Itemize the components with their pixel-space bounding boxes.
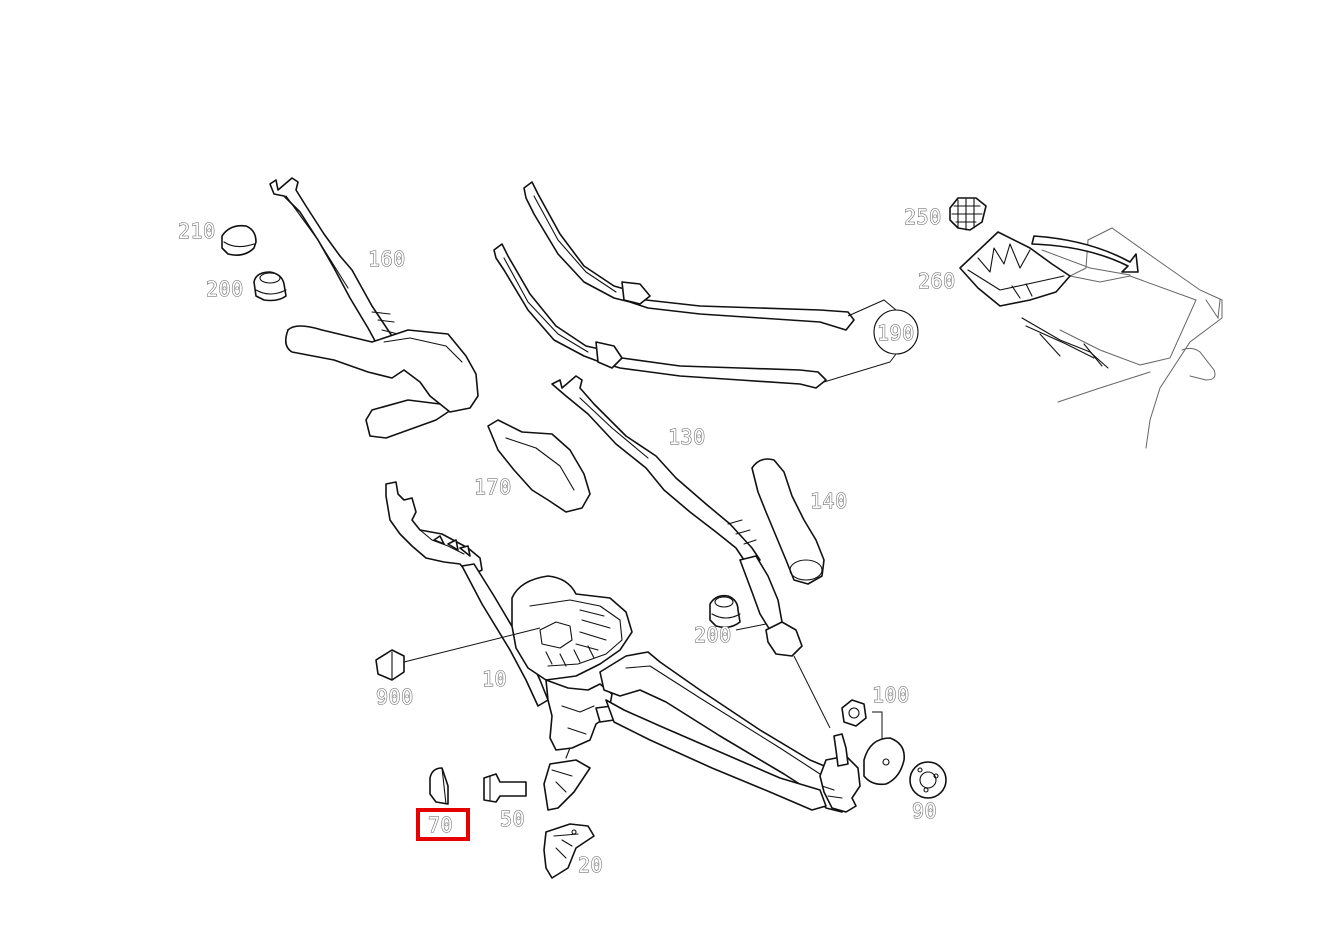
label-250: 250 bbox=[904, 205, 942, 229]
part-90-bushing[interactable] bbox=[909, 761, 947, 799]
car-outline-illustration bbox=[1021, 227, 1223, 449]
label-100: 100 bbox=[872, 683, 910, 707]
part-260-sensor-cover[interactable] bbox=[959, 231, 1071, 307]
part-190-wiper-blade-upper[interactable] bbox=[523, 181, 855, 331]
label-900: 900 bbox=[376, 685, 414, 709]
part-100-callout bbox=[863, 711, 906, 786]
arrow-to-windshield bbox=[1031, 235, 1139, 273]
part-50-bolt[interactable] bbox=[483, 773, 527, 803]
label-190: 190 bbox=[877, 321, 915, 345]
label-170: 170 bbox=[474, 475, 512, 499]
part-190-wiper-blade-lower[interactable] bbox=[493, 243, 827, 389]
label-90: 90 bbox=[912, 799, 937, 823]
label-20: 20 bbox=[578, 853, 603, 877]
part-250-rain-sensor[interactable] bbox=[949, 197, 987, 231]
part-900-clip[interactable] bbox=[375, 649, 405, 681]
part-10-wiper-linkage-motor[interactable] bbox=[385, 481, 861, 813]
part-200-leader bbox=[735, 623, 767, 631]
part-900-leader bbox=[403, 627, 541, 663]
part-200-nut-cover-middle[interactable] bbox=[709, 594, 741, 629]
label-140: 140 bbox=[810, 489, 848, 513]
part-70-protective-cap[interactable] bbox=[429, 767, 449, 805]
part-140-hose-cover[interactable] bbox=[751, 458, 825, 585]
label-130: 130 bbox=[668, 425, 706, 449]
part-190-callout bbox=[823, 299, 919, 383]
part-20-bracket-upper[interactable] bbox=[543, 747, 591, 811]
label-200-left: 200 bbox=[206, 277, 244, 301]
label-200-middle: 200 bbox=[694, 623, 732, 647]
part-210-cap[interactable] bbox=[221, 224, 257, 256]
part-200-nut-cover-left[interactable] bbox=[253, 271, 287, 302]
linkage-end-cap bbox=[765, 621, 803, 657]
part-130-wiper-arm-right[interactable] bbox=[551, 375, 783, 631]
label-160: 160 bbox=[368, 247, 406, 271]
label-70[interactable]: 70 bbox=[428, 813, 454, 838]
leader-140-to-frame bbox=[793, 655, 831, 729]
part-20-bracket-lower[interactable] bbox=[543, 823, 595, 879]
part-160-wiper-arm-left[interactable] bbox=[269, 177, 401, 361]
part-160-arm-cover[interactable] bbox=[284, 325, 479, 439]
part-100-nut[interactable] bbox=[841, 699, 867, 727]
label-50: 50 bbox=[500, 807, 525, 831]
label-260: 260 bbox=[918, 269, 956, 293]
highlight-box-70 bbox=[416, 808, 470, 841]
label-10: 10 bbox=[482, 667, 507, 691]
label-210: 210 bbox=[178, 219, 216, 243]
part-170-cover[interactable] bbox=[487, 419, 591, 513]
